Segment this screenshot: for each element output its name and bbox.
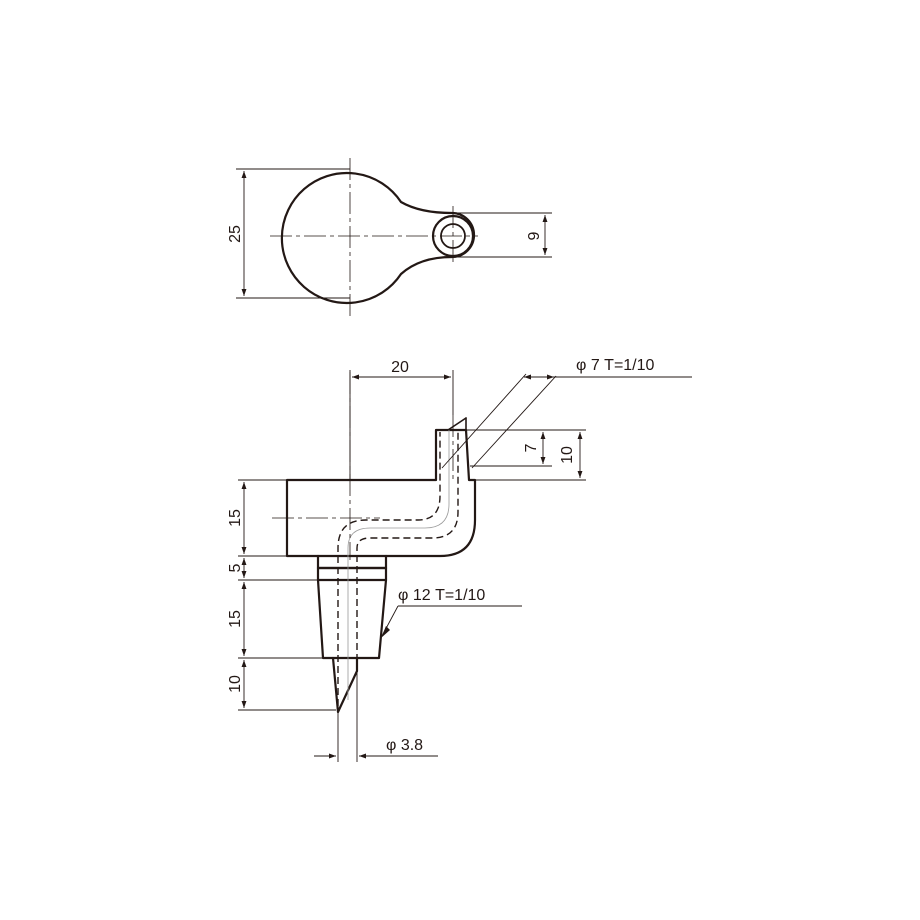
- channel-ghost-line: [347, 430, 450, 700]
- dim-label-10-tip: 10: [227, 675, 244, 693]
- dim-label-phi38: φ 3.8: [386, 737, 423, 754]
- dim-label-9: 9: [526, 231, 543, 240]
- channel-hidden-left: [337, 432, 441, 706]
- tip-outline: [331, 656, 359, 714]
- leader-phi7-b: [471, 375, 557, 469]
- leader-phi7-a: [441, 373, 527, 469]
- channel-hidden-right: [356, 432, 459, 672]
- dim-label-15-shank: 15: [227, 610, 244, 628]
- dim-label-20: 20: [391, 359, 409, 376]
- dim-label-7: 7: [523, 443, 540, 452]
- dim-label-10-top: 10: [559, 446, 576, 464]
- front-view: 20 φ 7 T=1/10 7 10 15 5 15 10 φ 12: [227, 357, 692, 762]
- shank-outline: [316, 566, 388, 660]
- dim-label-phi7-taper: φ 7 T=1/10: [576, 357, 655, 374]
- dim-label-5: 5: [227, 563, 244, 572]
- top-view: 25 9: [227, 158, 552, 318]
- dim-label-phi12-taper: φ 12 T=1/10: [398, 587, 485, 604]
- top-pin-slope: [447, 417, 467, 431]
- dim-label-15-body: 15: [227, 509, 244, 527]
- body-outline: [285, 428, 477, 558]
- leader-phi12-arrow: [381, 626, 390, 638]
- top-view-outline: [280, 171, 476, 305]
- dim-label-25: 25: [227, 225, 244, 243]
- collar-outline: [316, 554, 388, 570]
